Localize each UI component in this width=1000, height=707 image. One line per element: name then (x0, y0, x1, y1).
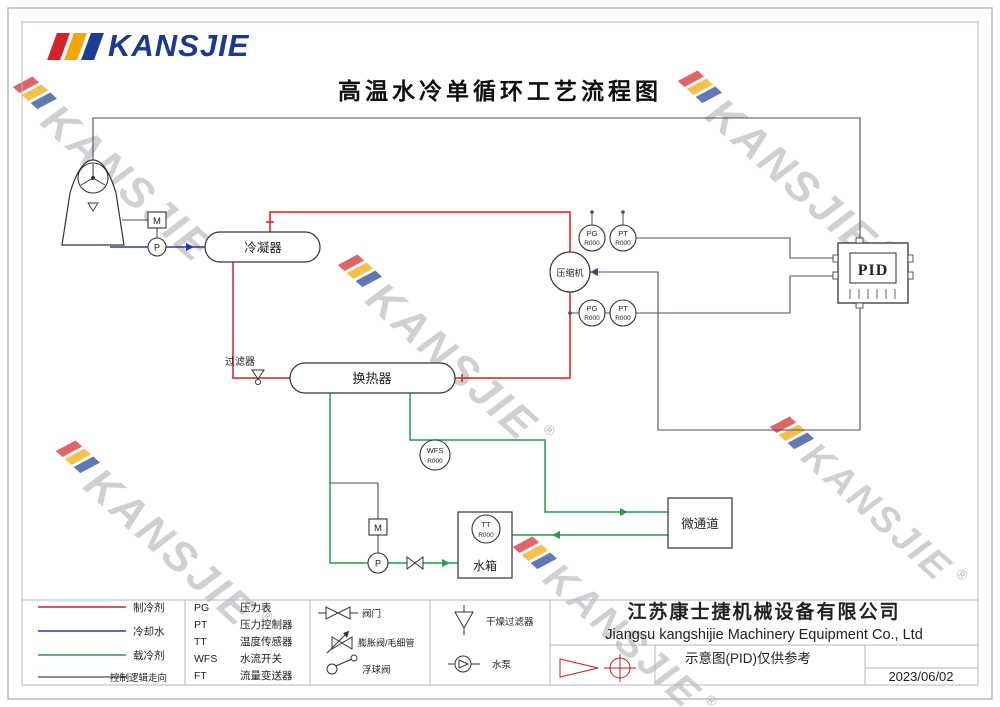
control-lines (92, 117, 861, 553)
condenser: 冷凝器 (204, 231, 321, 263)
water-tank-label: 水箱 (473, 558, 497, 573)
compressor-label: 压缩机 (556, 267, 583, 278)
legend-symbols-2: 干燥过滤器 水泵 (448, 605, 534, 673)
legend-abbr: PG (194, 602, 209, 614)
flow-arrow-icon (186, 243, 194, 251)
refrigerant-lines (232, 211, 571, 382)
float-valve-symbol-icon (326, 654, 358, 675)
microchannel: 微通道 (667, 497, 733, 549)
water-pump-symbol-icon (448, 655, 480, 673)
pid-terminals (849, 289, 896, 299)
legend-label: 膨胀阀/毛细管 (358, 637, 415, 648)
instrument-pg-suction: PG R000 (578, 299, 606, 327)
legend-meaning: 压力表 (240, 601, 272, 614)
flow-arrow-icon (620, 508, 628, 516)
instrument-pt-suction: PT R000 (609, 299, 637, 327)
pump-label: P (154, 243, 160, 253)
motor-label: M (153, 216, 161, 227)
control-arrow-icon (590, 268, 598, 276)
legend-abbr: FT (194, 670, 207, 682)
filter-label: 过滤器 (225, 355, 255, 368)
sprinkler-icon (87, 202, 99, 212)
instrument-number: R000 (584, 315, 600, 322)
fan-motor: M (147, 211, 167, 229)
coolant-pump-motor: M (368, 518, 388, 536)
legend-abbr: TT (194, 636, 207, 648)
expansion-valve-symbol-icon (326, 630, 353, 654)
instrument-number: R000 (584, 240, 600, 247)
heat-exchanger-label: 换热器 (352, 371, 391, 386)
legend-label: 冷却水 (133, 625, 165, 638)
valve (406, 556, 424, 570)
outer-border (7, 7, 993, 700)
pump-label: P (375, 559, 381, 569)
brand-logo: KANSJIE (47, 28, 250, 64)
heat-exchanger: 换热器 (289, 362, 456, 394)
drawing-note: 示意图(PID)仅供参考 (685, 650, 811, 666)
instrument-tag: TT (481, 520, 491, 529)
brand-logo-text: KANSJIE (108, 28, 250, 63)
company-name-cn: 江苏康士捷机械设备有限公司 (627, 600, 900, 623)
instrument-wfs: WFS R000 (419, 439, 451, 471)
company-name-en: Jiangsu kangshijie Machinery Equipment C… (605, 627, 923, 643)
instrument-tag: WFS (427, 446, 444, 455)
condenser-label: 冷凝器 (244, 240, 282, 255)
instrument-pt-discharge: PT R000 (609, 224, 637, 252)
instrument-number: R000 (615, 315, 631, 322)
drawing-date: 2023/06/02 (888, 669, 953, 684)
legend-label: 阀门 (362, 608, 381, 620)
legend-label: 载冷剂 (133, 649, 165, 662)
legend-meaning: 压力控制器 (240, 618, 293, 631)
pid-connector-nubs (832, 237, 914, 309)
filter: 过滤器 (225, 355, 265, 385)
valve-symbol-icon (325, 606, 351, 620)
page-title: 高温水冷单循环工艺流程图 (338, 78, 662, 104)
legend-abbr: WFS (194, 653, 217, 665)
instrument-tag: PG (587, 304, 598, 313)
cooling-tower (61, 159, 125, 246)
legend-meaning: 水流开关 (240, 652, 282, 665)
pid-controller: PID (832, 237, 914, 309)
water-tank: TT R000 水箱 (457, 511, 513, 579)
legend-label: 控制逻辑走向 (110, 672, 167, 684)
compressor: 压缩机 (549, 251, 591, 293)
cooling-water-pump: P (147, 237, 167, 257)
legend-abbreviations: PG 压力表 PT 压力控制器 TT 温度传感器 WFS 水流开关 FT 流量变… (194, 601, 293, 682)
instrument-stems (570, 212, 624, 314)
legend-label: 浮球阀 (362, 664, 391, 676)
inner-border (21, 21, 979, 686)
legend-abbr: PT (194, 619, 208, 631)
legend-label: 制冷剂 (133, 601, 165, 614)
projection-symbol-icon (559, 654, 636, 682)
legend-meaning: 流量变送器 (240, 669, 293, 682)
motor-label: M (374, 523, 382, 534)
instrument-tag: PT (618, 229, 628, 238)
flow-arrow-icon (442, 559, 450, 567)
instrument-tag: PT (618, 304, 628, 313)
legend-label: 水泵 (492, 659, 512, 671)
instrument-number: R000 (427, 458, 443, 465)
instrument-tag: PG (587, 229, 598, 238)
legend-line-types: 制冷剂 冷却水 载冷剂 控制逻辑走向 (38, 601, 167, 684)
title-block: 江苏康士捷机械设备有限公司 Jiangsu kangshijie Machine… (559, 600, 954, 684)
instrument-pg-discharge: PG R000 (578, 224, 606, 252)
instrument-tt (471, 514, 501, 544)
legend-symbols: 阀门 膨胀阀/毛细管 浮球阀 (318, 606, 415, 676)
microchannel-label: 微通道 (681, 517, 719, 531)
pid-label: PID (858, 262, 889, 279)
drier-filter-symbol-icon (454, 605, 474, 635)
instrument-number: R000 (478, 532, 494, 539)
coolant-pump: P (367, 552, 389, 574)
flow-arrow-icon (552, 531, 560, 539)
legend-grid (22, 599, 978, 685)
instrument-number: R000 (615, 240, 631, 247)
legend-label: 干燥过滤器 (486, 616, 534, 628)
legend-meaning: 温度传感器 (240, 635, 293, 648)
